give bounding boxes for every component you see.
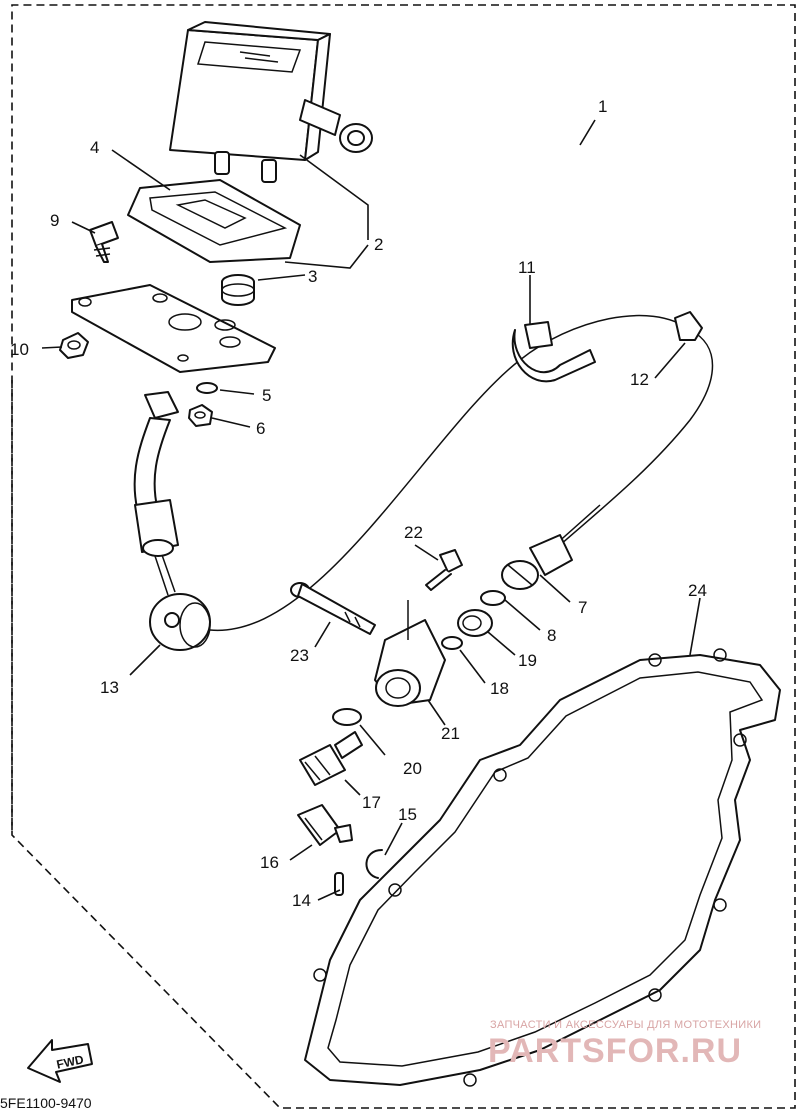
grommet — [221, 274, 255, 306]
washer-5 — [196, 382, 218, 394]
callout-9: 9 — [50, 211, 59, 230]
callout-17: 17 — [362, 793, 381, 812]
callout-14: 14 — [292, 891, 311, 910]
washer-18 — [441, 636, 463, 650]
o-ring-20 — [332, 708, 362, 726]
callout-10: 10 — [10, 340, 29, 359]
bolt-22 — [425, 549, 463, 591]
callout-6: 6 — [256, 419, 265, 438]
cable-tie — [511, 321, 596, 383]
callout-3: 3 — [308, 267, 317, 286]
callout-18: 18 — [490, 679, 509, 698]
callout-8: 8 — [547, 626, 556, 645]
callout-12: 12 — [630, 370, 649, 389]
callout-11: 11 — [518, 258, 536, 277]
callout-15: 15 — [398, 805, 417, 824]
watermark: ЗАПЧАСТИ И АКСЕССУАРЫ ДЛЯ МОТОТЕХНИКИ PA… — [488, 1019, 761, 1070]
meter-bracket — [127, 179, 301, 263]
oil-seal-19 — [457, 609, 493, 637]
driven-gear-16 — [297, 804, 353, 846]
callout-23: 23 — [290, 646, 309, 665]
callout-22: 22 — [404, 523, 423, 542]
callout-20: 20 — [403, 759, 422, 778]
callout-21: 21 — [441, 724, 460, 743]
drawing-code: 5FE1100-9470 — [0, 1095, 92, 1111]
leader-lines — [41, 119, 701, 901]
bolt-23 — [290, 582, 376, 635]
o-ring-8 — [480, 590, 506, 606]
callout-7: 7 — [578, 598, 587, 617]
damper-plate — [71, 284, 276, 373]
fwd-label: FWD — [55, 1052, 85, 1071]
circlip-15 — [365, 849, 383, 879]
callout-4: 4 — [90, 138, 99, 157]
forward-direction-arrow: FWD — [27, 1039, 93, 1083]
bolt-9 — [89, 221, 119, 263]
speedometer-assembly — [169, 21, 373, 183]
callout-16: 16 — [260, 853, 279, 872]
speedometer-cable — [133, 314, 714, 651]
callout-5: 5 — [262, 386, 271, 405]
callout-numbers: 1 2 3 4 5 6 7 8 9 10 11 12 13 14 15 16 1… — [10, 97, 707, 910]
gear-housing-21 — [374, 600, 446, 707]
pin-14 — [334, 872, 344, 896]
nut-10 — [59, 332, 89, 359]
callout-1: 1 — [598, 97, 607, 116]
nut-6 — [188, 404, 213, 427]
watermark-brand: PARTSFOR.RU — [488, 1032, 742, 1070]
cable-clamp — [674, 311, 703, 341]
drive-gear-17 — [299, 731, 363, 786]
callout-19: 19 — [518, 651, 537, 670]
watermark-tagline: ЗАПЧАСТИ И АКСЕССУАРЫ ДЛЯ МОТОТЕХНИКИ — [490, 1019, 761, 1031]
cable-end-7 — [501, 504, 601, 590]
assembly-boundary — [11, 4, 796, 1109]
callout-13: 13 — [100, 678, 119, 697]
callout-24: 24 — [688, 581, 707, 600]
callout-2: 2 — [374, 235, 383, 254]
crankcase-gasket-24 — [304, 648, 781, 1087]
